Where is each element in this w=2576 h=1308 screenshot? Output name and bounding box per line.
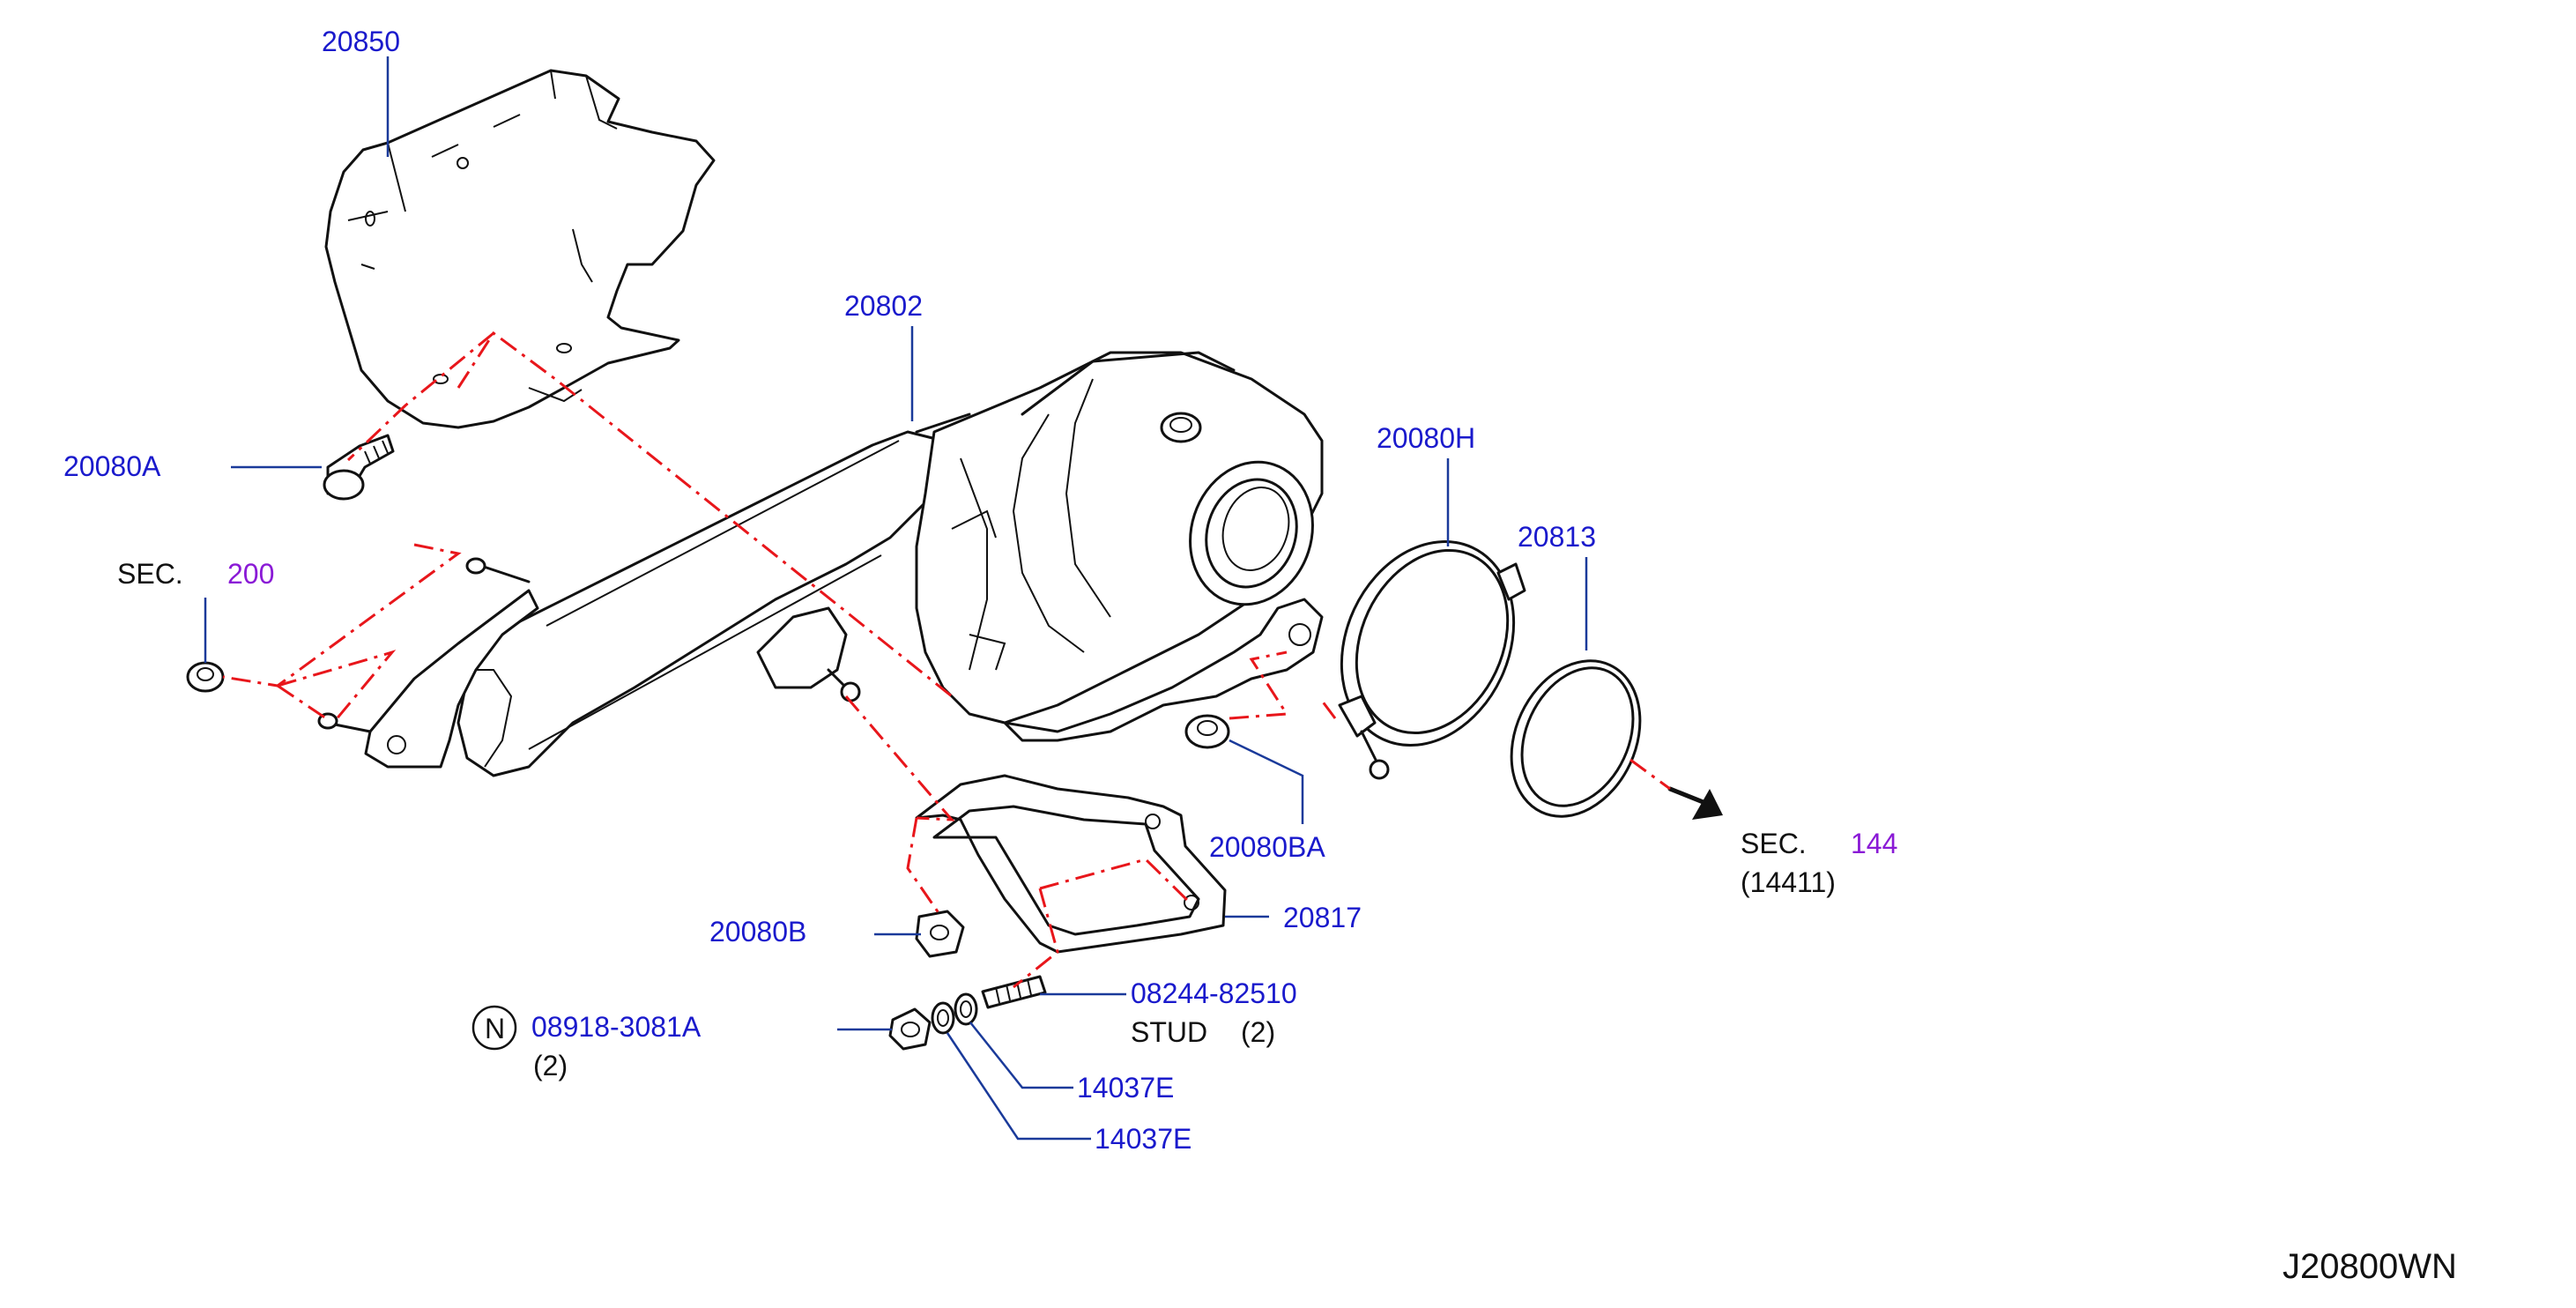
heat-shield-20850[interactable] <box>324 69 716 429</box>
arrow-to-sec-144 <box>1667 786 1723 820</box>
nut-20080b[interactable] <box>915 910 965 958</box>
nut-08918-3081a[interactable] <box>888 1007 932 1051</box>
label-sec-144-number: 144 <box>1851 828 1897 859</box>
label-20080ba: 20080BA <box>1209 831 1325 863</box>
leader-lines <box>204 56 1588 1141</box>
bracket-20817[interactable] <box>915 774 1227 954</box>
nut-20080ba[interactable] <box>1184 714 1230 749</box>
label-sec-144-sub: (14411) <box>1741 866 1836 898</box>
label-20813: 20813 <box>1518 521 1596 553</box>
label-stud-qty: (2) <box>1241 1016 1275 1048</box>
label-08918-qty: (2) <box>533 1050 568 1081</box>
label-sec-200-prefix: SEC. <box>117 558 183 590</box>
label-20817: 20817 <box>1283 902 1362 933</box>
label-14037e-a: 14037E <box>1077 1072 1174 1104</box>
label-08918-3081a: 08918-3081A <box>531 1011 702 1043</box>
stud-08244-82510[interactable] <box>981 975 1047 1009</box>
nut-sec-200[interactable] <box>186 661 225 693</box>
clamp-20080h[interactable] <box>1310 513 1546 780</box>
n-symbol: N <box>485 1013 505 1044</box>
label-14037e-b: 14037E <box>1095 1123 1191 1155</box>
label-08244-82510: 08244-82510 <box>1131 977 1297 1009</box>
label-sec-200-number: 200 <box>227 558 274 590</box>
washer-14037e-outer[interactable] <box>931 1001 955 1035</box>
label-sec-144-prefix: SEC. <box>1741 828 1807 859</box>
label-20080h: 20080H <box>1377 422 1475 454</box>
diagram-code: J20800WN <box>2283 1247 2457 1286</box>
assembly-lines <box>222 331 1671 989</box>
gasket-20813[interactable] <box>1487 640 1664 837</box>
label-20080a: 20080A <box>63 450 161 482</box>
label-20080b: 20080B <box>709 916 806 948</box>
bolt-20080a[interactable] <box>323 434 395 501</box>
label-20802: 20802 <box>844 290 923 322</box>
label-stud: STUD <box>1131 1016 1207 1048</box>
label-20850: 20850 <box>322 26 400 57</box>
n-symbol-circle <box>471 1005 517 1051</box>
catalytic-converter-20802[interactable] <box>317 351 1331 777</box>
washer-14037e-inner[interactable] <box>954 992 978 1026</box>
